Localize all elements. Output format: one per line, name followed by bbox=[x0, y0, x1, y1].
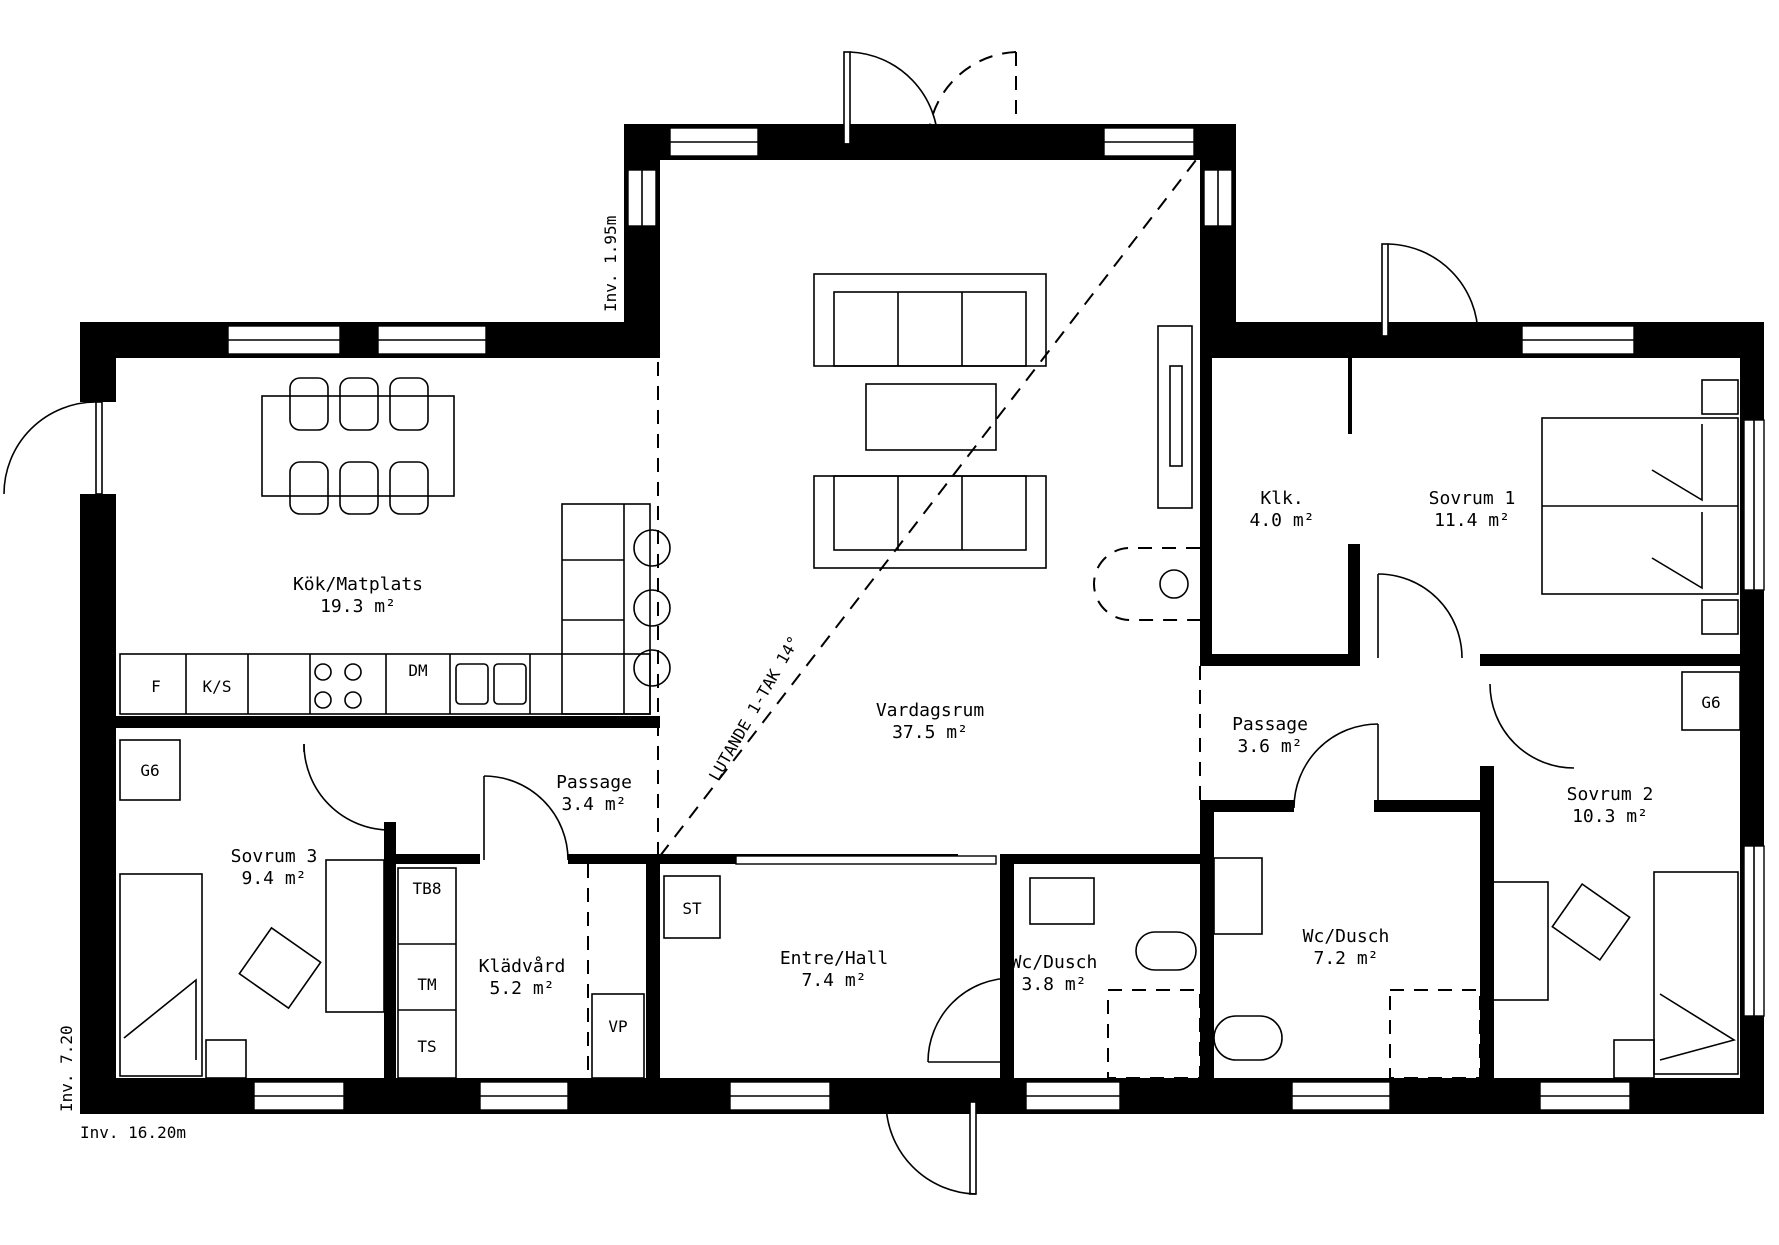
windows bbox=[227, 127, 1765, 1111]
room-area-sovrum3: 9.4 m² bbox=[241, 868, 306, 889]
living-furniture bbox=[813, 273, 1200, 621]
room-name-entre: Entre/Hall bbox=[780, 948, 888, 969]
fixture-vp-label: VP bbox=[608, 1017, 627, 1036]
room-area-kok: 19.3 m² bbox=[320, 596, 396, 617]
room-name-klk: Klk. bbox=[1260, 488, 1303, 509]
room-area-passage-right: 3.6 m² bbox=[1237, 736, 1302, 757]
roof-annotation: LUTANDE 1-TAK 14° bbox=[705, 633, 803, 784]
room-name-wc-small: Wc/Dusch bbox=[1011, 952, 1098, 973]
room-area-sovrum1: 11.4 m² bbox=[1434, 510, 1510, 531]
utility-fixtures bbox=[397, 857, 1283, 1079]
fixture-tm-label: TM bbox=[417, 975, 436, 994]
room-labels: Kök/Matplats 19.3 m² Vardagsrum 37.5 m² … bbox=[231, 488, 1654, 999]
room-name-passage-right: Passage bbox=[1232, 714, 1308, 735]
inv-left-annotation: Inv. 7.20 bbox=[57, 1025, 76, 1112]
room-name-kok: Kök/Matplats bbox=[293, 574, 423, 595]
fixture-g6-right-label: G6 bbox=[1701, 693, 1720, 712]
fixture-tb8-label: TB8 bbox=[413, 879, 442, 898]
room-name-sovrum3: Sovrum 3 bbox=[231, 846, 318, 867]
doors bbox=[3, 51, 1575, 1195]
room-area-vardagsrum: 37.5 m² bbox=[892, 722, 968, 743]
room-name-passage-left: Passage bbox=[556, 772, 632, 793]
fixture-g6-left-label: G6 bbox=[140, 761, 159, 780]
inv-bottom-annotation: Inv. 16.20m bbox=[80, 1123, 186, 1142]
room-area-wc-small: 3.8 m² bbox=[1021, 974, 1086, 995]
kitchen-furniture bbox=[119, 377, 671, 715]
room-area-klk: 4.0 m² bbox=[1249, 510, 1314, 531]
room-name-sovrum1: Sovrum 1 bbox=[1429, 488, 1516, 509]
room-name-sovrum2: Sovrum 2 bbox=[1567, 784, 1654, 805]
room-name-vardagsrum: Vardagsrum bbox=[876, 700, 984, 721]
dashed-lines bbox=[587, 159, 1481, 1079]
room-name-kladvard: Klädvård bbox=[479, 956, 566, 977]
room-name-wc-large: Wc/Dusch bbox=[1303, 926, 1390, 947]
fixture-fridge-freezer-label: K/S bbox=[203, 677, 232, 696]
room-area-passage-left: 3.4 m² bbox=[561, 794, 626, 815]
inv-top-annotation: Inv. 1.95m bbox=[601, 216, 620, 312]
room-area-entre: 7.4 m² bbox=[801, 970, 866, 991]
room-area-wc-large: 7.2 m² bbox=[1313, 948, 1378, 969]
fixture-st-label: ST bbox=[682, 899, 702, 918]
bedroom-furniture bbox=[119, 379, 1741, 1079]
fixture-dishwasher-label: DM bbox=[408, 661, 427, 680]
fixture-labels: F K/S DM G6 G6 TB8 TM TS ST VP bbox=[140, 661, 1720, 1056]
room-area-kladvard: 5.2 m² bbox=[489, 978, 554, 999]
room-area-sovrum2: 10.3 m² bbox=[1572, 806, 1648, 827]
fixture-fridge-label: F bbox=[151, 677, 161, 696]
fixture-ts-label: TS bbox=[417, 1037, 436, 1056]
walls bbox=[80, 124, 1764, 1114]
